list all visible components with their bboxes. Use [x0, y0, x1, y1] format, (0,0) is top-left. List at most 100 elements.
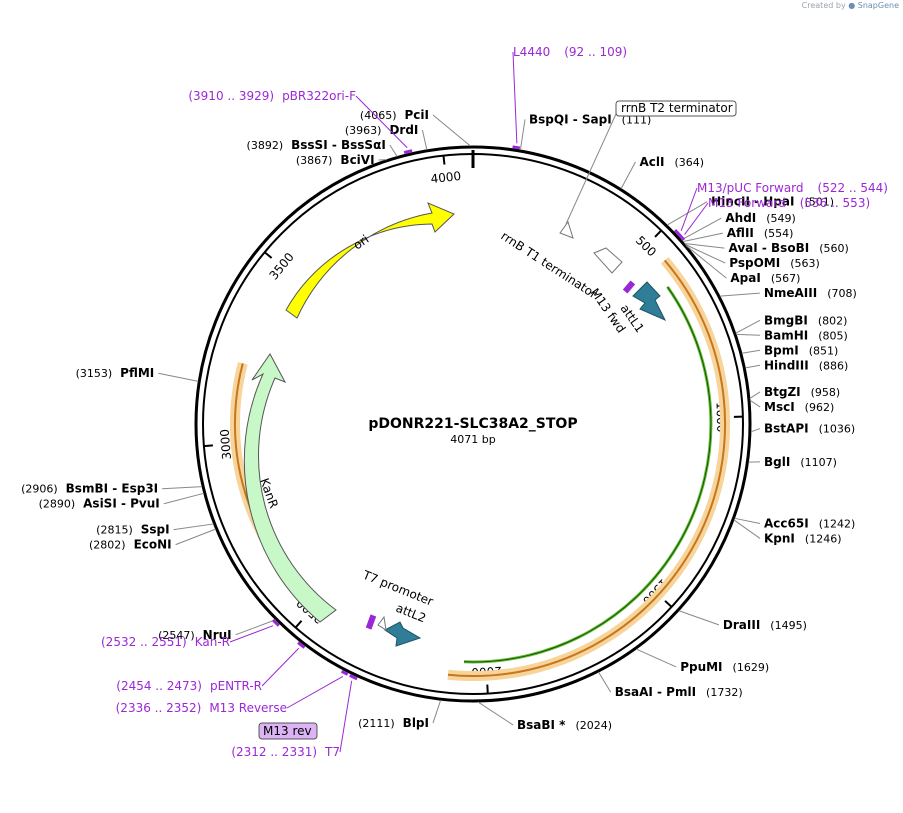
tick-2500 [294, 620, 303, 629]
site-apai: ApaI (567) [730, 271, 800, 285]
tick-label-3000: 3000 [218, 429, 234, 461]
site-name: AsiSI - PvuI [83, 497, 160, 511]
site-position: (1732) [706, 686, 743, 699]
site-position: (2024) [575, 719, 612, 732]
site-position: (2906) [21, 483, 58, 496]
primer-t7: T7(2312 .. 2331) [231, 745, 340, 759]
site-leader-asisi-pvui [163, 492, 204, 505]
site-name: BsaBI * [517, 718, 566, 732]
site-position: (4065) [360, 109, 397, 122]
site-position: (3153) [76, 367, 113, 380]
site-leader-nrui [235, 619, 276, 636]
primer-l4440: L4440 (92 .. 109) [513, 45, 627, 59]
tick-3500 [264, 251, 273, 259]
site-leader-bsmbi-esp3i [162, 486, 203, 490]
primer-range: (3910 .. 3929) [188, 89, 274, 103]
site-blpi: BlpI(2111) [358, 716, 429, 730]
site-nmeaiii: NmeAIII(708) [764, 286, 857, 300]
site-name: BglI [764, 455, 790, 469]
site-bsabi: BsaBI * (2024) [517, 718, 612, 732]
site-leader-draiii [678, 610, 720, 626]
site-name: DrdI [389, 123, 418, 137]
snapgene-credit: Created by ● SnapGene [802, 1, 899, 10]
rrnb-t1-label: rrnB T1 terminator [498, 229, 599, 302]
rrnb-t2-leader [565, 113, 617, 225]
site-position: (805) [818, 329, 848, 342]
primer-range: (2312 .. 2331) [231, 745, 317, 759]
primer-pbr322ori-f: pBR322ori-F (3910 .. 3929) [188, 89, 356, 103]
site-leader-kpni [733, 519, 761, 539]
site-sspi: SspI (2815) [96, 523, 169, 537]
site-position: (958) [811, 386, 841, 399]
site-name: HincII - HpaI [711, 195, 794, 209]
site-name: ApaI [730, 271, 760, 285]
credit-brand: SnapGene [857, 1, 899, 10]
site-bmgbi: BmgBI(802) [764, 313, 847, 327]
plasmid-name: pDONR221-SLC38A2_STOP [368, 416, 577, 432]
site-name: KpnI [764, 531, 795, 545]
site-pcii: PciI(4065) [360, 108, 429, 122]
site-position: (802) [818, 314, 848, 327]
primer-mark-kan-r [271, 618, 280, 627]
primer-name: M13/pUC Forward [697, 181, 804, 195]
site-position: (2547) [158, 629, 195, 642]
site-position: (1242) [819, 517, 856, 530]
primer-leader-l4440 [512, 51, 518, 144]
primer-range: (2532 .. 2551) [101, 635, 187, 649]
rrnb-t1-arrow [593, 247, 623, 274]
site-position: (364) [674, 156, 704, 169]
site-position: (2890) [39, 498, 76, 511]
site-hincii-hpai: HincII - HpaI(501) [711, 195, 834, 209]
site-position: (560) [819, 242, 849, 255]
site-acc65i: Acc65I(1242) [764, 516, 855, 530]
site-position: (1495) [770, 619, 807, 632]
site-pflmi: PflMI(3153) [76, 366, 155, 380]
site-name: AclI [639, 155, 664, 169]
site-name: BsmBI - Esp3I [66, 482, 158, 496]
site-position: (1629) [733, 661, 770, 674]
site-position: (567) [771, 272, 801, 285]
site-bsaai-pmli: BsaAI - PmlI (1732) [615, 685, 743, 699]
site-name: SspI [141, 523, 170, 537]
site-leader-nmeaiii [719, 292, 760, 297]
site-pspomi: PspOMI(563) [729, 256, 820, 270]
credit-prefix: Created by [801, 1, 846, 10]
site-bamhi: BamHI(805) [764, 328, 848, 342]
primer-leader-pentr-r [261, 647, 300, 687]
primer-mark-l4440 [512, 145, 521, 150]
primer-mark-m13-reverse [340, 669, 349, 676]
site-leader-avai-bsobi [684, 243, 725, 249]
site-leader-sspi [173, 523, 214, 531]
attl1-arrow [632, 281, 667, 322]
tick-500 [654, 229, 663, 238]
site-name: DraIII [723, 618, 760, 632]
primer-name: pBR322ori-F [282, 89, 356, 103]
tick-label-500: 500 [633, 233, 659, 259]
site-position: (111) [622, 113, 652, 126]
site-asisi-pvui: AsiSI - PvuI (2890) [39, 497, 160, 511]
site-position: (3963) [345, 124, 382, 137]
site-position: (2802) [89, 539, 126, 552]
site-ppumi: PpuMI(1629) [680, 660, 769, 674]
site-leader-btgzi [749, 391, 761, 399]
orange-band-line [447, 259, 727, 678]
tick-label-3500: 3500 [267, 250, 297, 282]
primer-m13-puc-forward: M13/pUC Forward (522 .. 544) [697, 181, 888, 195]
site-name: BsaAI - PmlI [615, 685, 696, 699]
primer-mark-m13-forward [678, 233, 686, 241]
site-position: (3867) [296, 154, 333, 167]
site-name: BciVI [340, 153, 374, 167]
primer-name: pENTR-R [210, 679, 262, 693]
site-position: (554) [764, 227, 794, 240]
site-position: (3892) [247, 139, 284, 152]
primer-leader-pbr322ori-f [355, 95, 408, 149]
tick-1500 [664, 600, 673, 608]
primer-range: (92 .. 109) [564, 45, 627, 59]
insert-green-line-inner [463, 286, 712, 663]
site-leader-acc65i [734, 517, 761, 524]
primer-mark-t7 [349, 674, 358, 681]
primer-range: (522 .. 544) [818, 181, 888, 195]
primer-name: L4440 [513, 45, 550, 59]
site-position: (2815) [96, 524, 133, 537]
tick-4000 [442, 155, 446, 165]
